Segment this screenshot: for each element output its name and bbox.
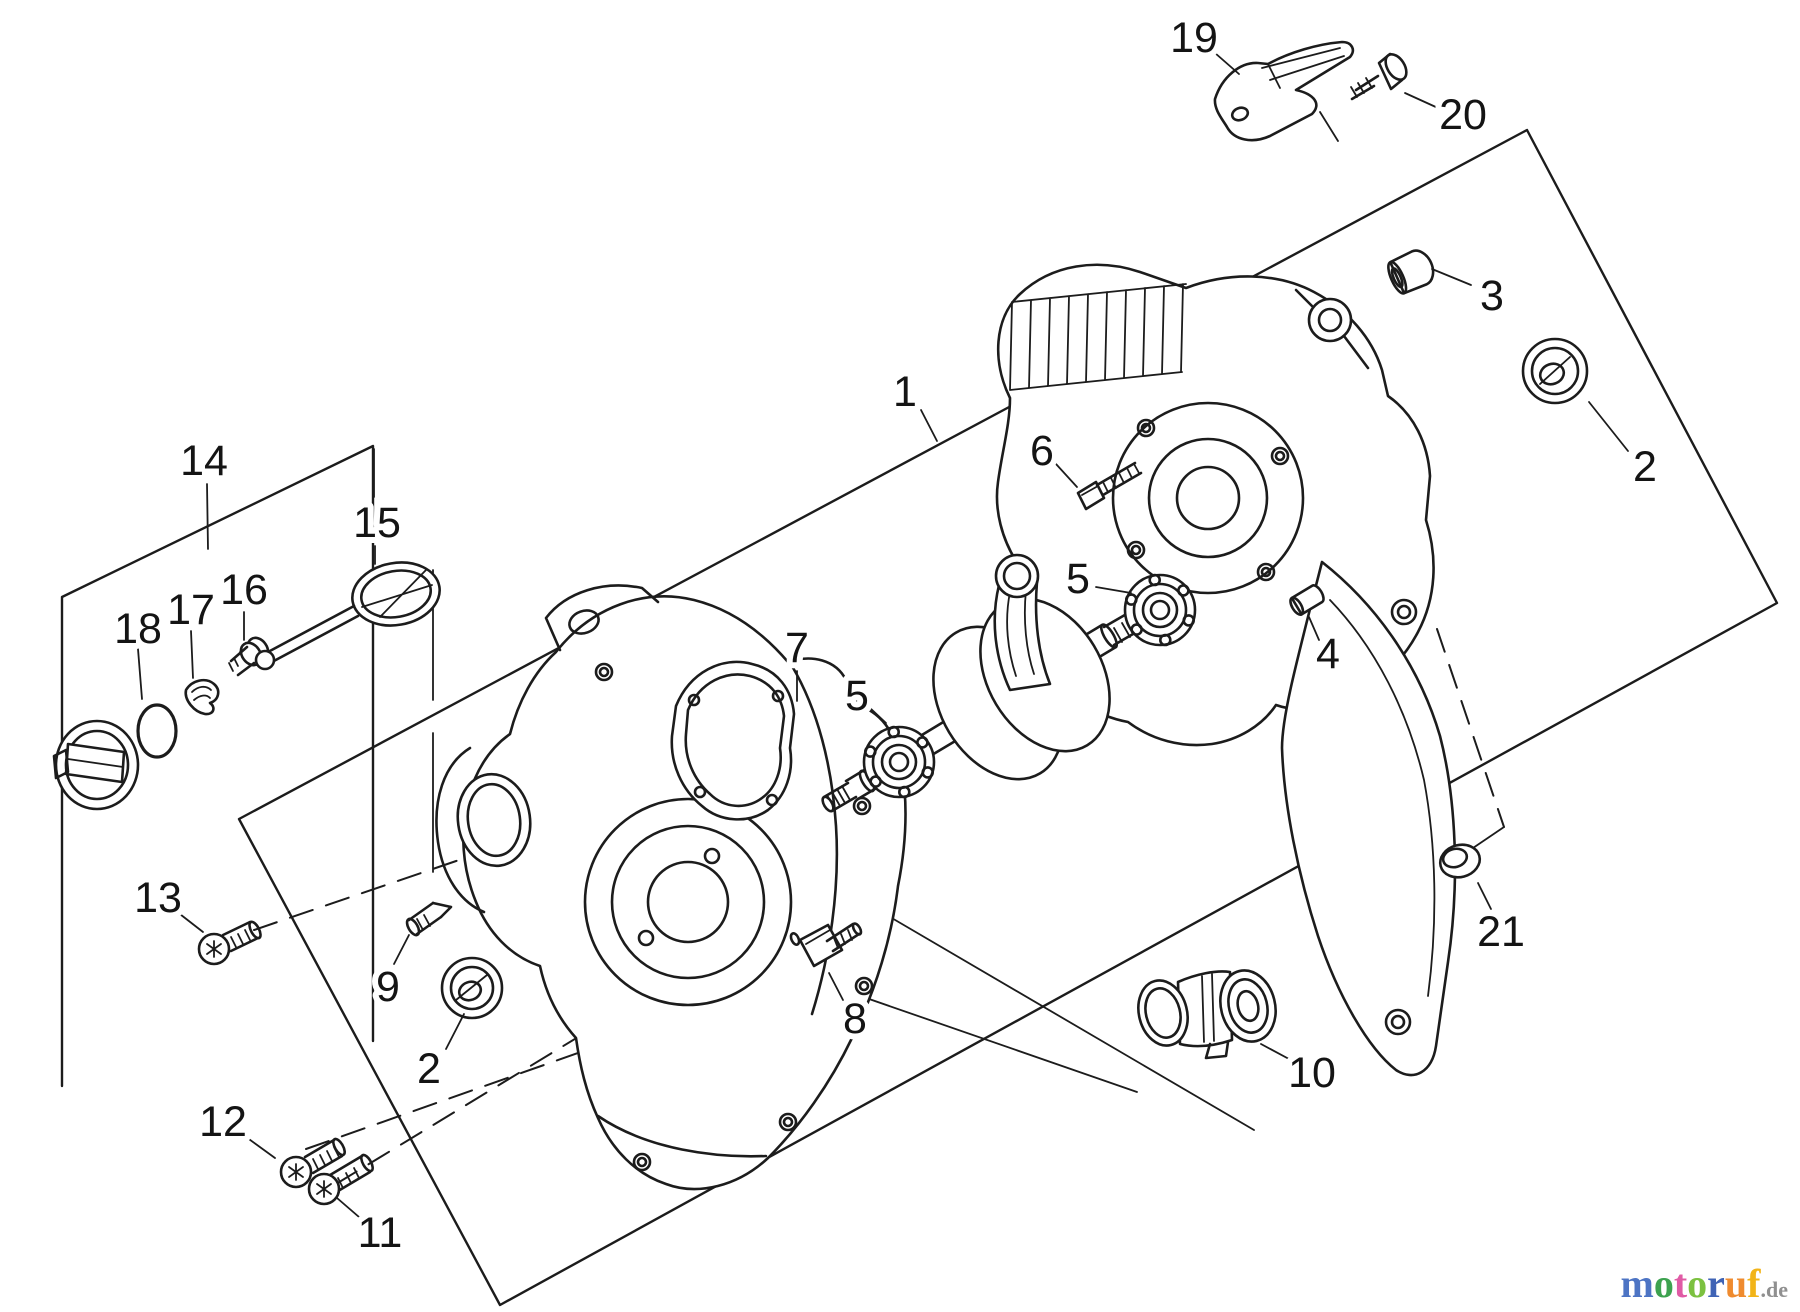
part-label-4: 4 bbox=[1316, 630, 1340, 678]
handle-mount-arm bbox=[1280, 560, 1457, 1077]
cap-plug-21 bbox=[1438, 843, 1482, 879]
part-label-5: 5 bbox=[845, 672, 869, 720]
part-label-7: 7 bbox=[785, 624, 809, 672]
fuel-cap bbox=[52, 719, 140, 811]
watermark-letter: u bbox=[1724, 1261, 1748, 1306]
intake-manifold-10 bbox=[1137, 969, 1277, 1060]
part-label-3: 3 bbox=[1480, 272, 1504, 320]
leader-lines bbox=[137, 52, 1629, 1218]
part-label-19: 19 bbox=[1170, 14, 1218, 62]
part-label-1: 1 bbox=[893, 368, 917, 416]
part-label-17: 17 bbox=[167, 586, 215, 634]
part-label-20: 20 bbox=[1439, 91, 1487, 139]
watermark-letter: t bbox=[1673, 1261, 1688, 1306]
part-label-14: 14 bbox=[180, 437, 228, 485]
crankshaft-assembly bbox=[821, 553, 1143, 813]
part-label-21: 21 bbox=[1477, 908, 1525, 956]
plug21-dashed-leader bbox=[1436, 628, 1505, 849]
part-label-8: 8 bbox=[843, 995, 867, 1043]
part-label-2: 2 bbox=[417, 1045, 441, 1093]
oil-seal-left bbox=[440, 956, 504, 1020]
watermark-letter: r bbox=[1707, 1261, 1725, 1306]
screw-12 bbox=[279, 1137, 346, 1189]
bracket-19 bbox=[1213, 40, 1355, 142]
screw-13 bbox=[197, 920, 262, 966]
part-label-10: 10 bbox=[1288, 1049, 1336, 1097]
dowel-pin-4 bbox=[1289, 584, 1325, 616]
crankcase-gasket bbox=[670, 660, 796, 821]
part-label-12: 12 bbox=[199, 1098, 247, 1146]
cap-subassembly-box bbox=[60, 444, 375, 1088]
o-ring-18 bbox=[136, 703, 178, 759]
part-label-16: 16 bbox=[220, 566, 268, 614]
watermark-letter: m bbox=[1620, 1261, 1654, 1306]
left-crankcase-half bbox=[435, 584, 907, 1191]
watermark-letter: f bbox=[1747, 1261, 1761, 1306]
top-mount-bushing-boss bbox=[1294, 288, 1370, 370]
oil-seal-right bbox=[1521, 337, 1589, 405]
screw-20 bbox=[1350, 52, 1408, 101]
cooling-fins bbox=[1009, 283, 1187, 391]
watermark-suffix: .de bbox=[1760, 1277, 1789, 1302]
part-label-18: 18 bbox=[114, 605, 162, 653]
part-label-15: 15 bbox=[353, 499, 401, 547]
main-bearing-left bbox=[862, 725, 936, 799]
main-bearing-right bbox=[1123, 573, 1197, 647]
part-label-5: 5 bbox=[1066, 555, 1090, 603]
screw-11 bbox=[307, 1153, 374, 1206]
watermark-motoruf-logo: motoruf.de bbox=[1621, 1264, 1789, 1304]
dipstick-15 bbox=[254, 561, 441, 671]
part-label-6: 6 bbox=[1030, 427, 1054, 475]
part-label-9: 9 bbox=[376, 963, 400, 1011]
watermark-letter: o bbox=[1653, 1261, 1674, 1306]
part-label-11: 11 bbox=[358, 1209, 403, 1257]
tapered-plug-9 bbox=[405, 901, 453, 937]
bushing-3 bbox=[1387, 249, 1435, 295]
bolt-6 bbox=[1076, 461, 1143, 511]
retainer-17 bbox=[184, 678, 220, 716]
connecting-rod bbox=[993, 553, 1052, 692]
elbow-fitting-8 bbox=[789, 922, 863, 968]
part-label-2: 2 bbox=[1633, 443, 1657, 491]
watermark-letter: o bbox=[1687, 1261, 1708, 1306]
part-label-13: 13 bbox=[134, 874, 182, 922]
